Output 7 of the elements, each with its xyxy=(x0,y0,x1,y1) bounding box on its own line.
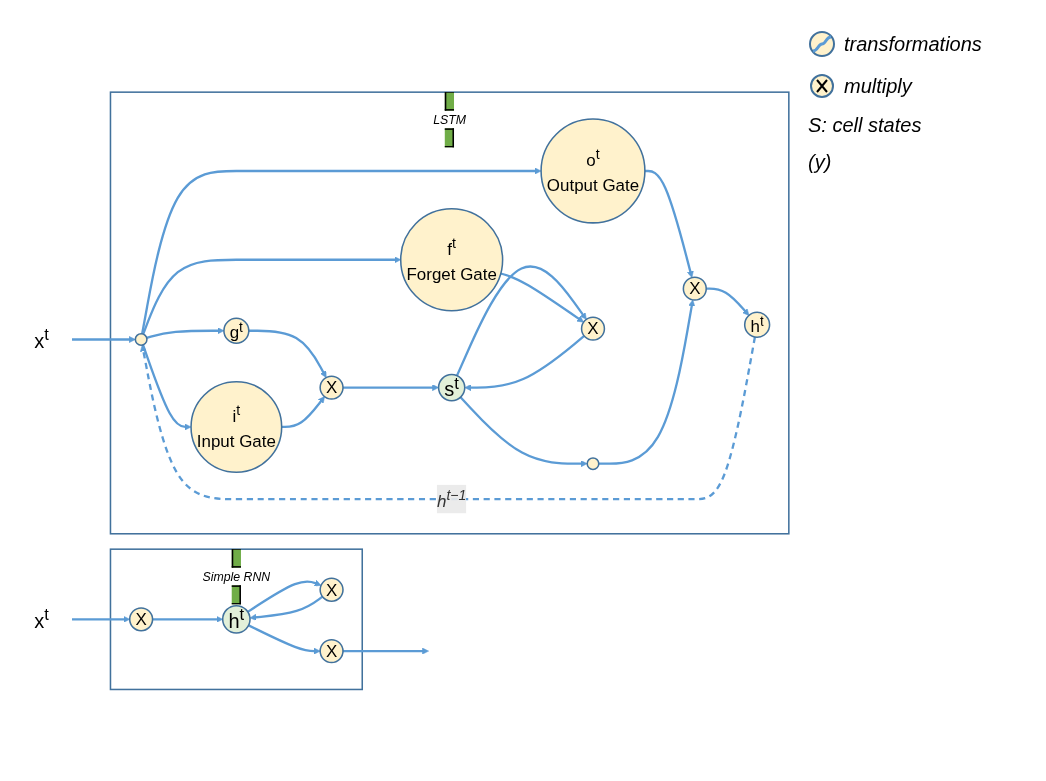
note: (y) xyxy=(808,151,833,174)
edge-label: h$^{t−1}$ xyxy=(436,486,467,511)
legend-label: multiply xyxy=(844,74,912,98)
node-text: x$^{t}$ xyxy=(34,604,49,632)
node-text: x$^{t}$ xyxy=(34,324,49,353)
note: S: cell states xyxy=(808,114,923,137)
legend-label: transformations xyxy=(844,32,982,56)
